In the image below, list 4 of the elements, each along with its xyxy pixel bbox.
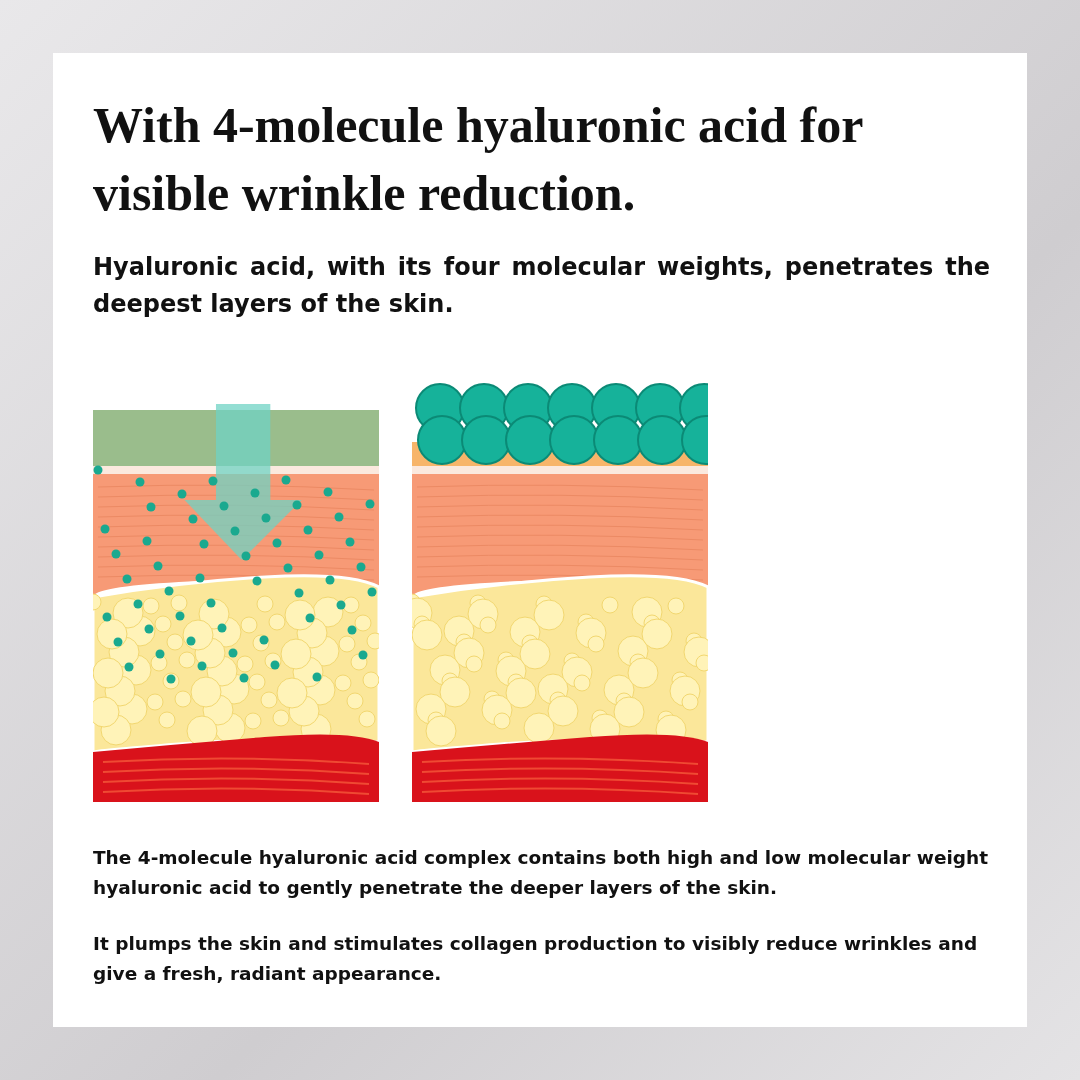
body-paragraph: It plumps the skin and stimulates collagen production to visibly reduce wrinkles and give a fresh, radiant appearance.	[93, 932, 979, 986]
subtitle: Hyaluronic acid, with its four molecular weights, penetrates the deepest layers of the skin.	[93, 252, 990, 320]
title: With 4-molecule hyaluronic acid for visible wrinkle reduction.	[93, 96, 864, 223]
body-paragraph: The 4-molecule hyaluronic acid complex contains both high and low molecular weight hyaluronic acid to gently penetrate the deeper layers of the skin.	[93, 846, 990, 900]
